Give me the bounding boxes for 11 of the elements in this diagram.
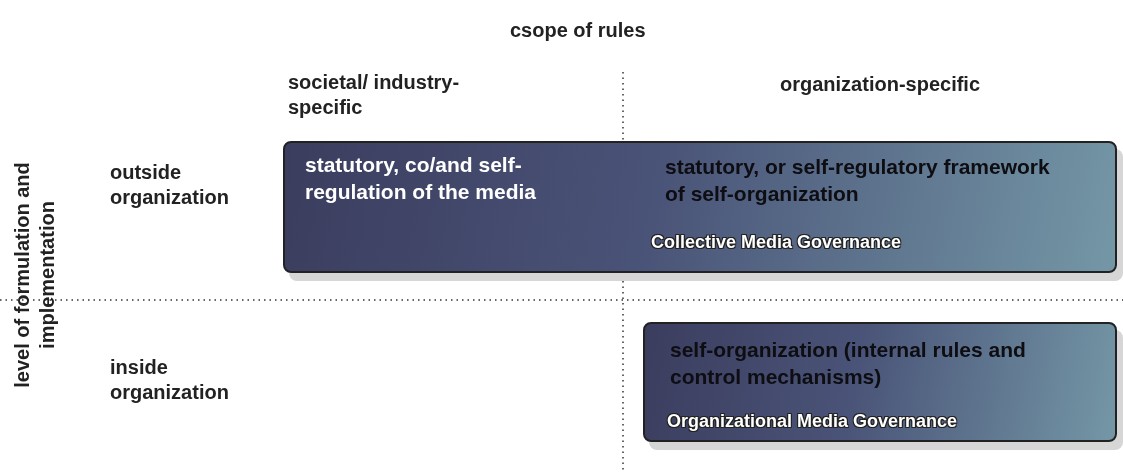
- description-text: statutory, co/and self-regulation of the media: [305, 152, 538, 205]
- column-header: societal/ industry-specific: [288, 70, 461, 120]
- box-title: Organizational Media Governance: [667, 410, 958, 433]
- row-header: outside organization: [110, 160, 230, 210]
- row-header: inside organization: [110, 355, 230, 405]
- description-text: statutory, or self-regulatory framework of self-organization: [665, 154, 1051, 207]
- description-text: self-organization (internal rules and control mechanisms): [670, 337, 1027, 390]
- box-title: Collective Media Governance: [651, 231, 902, 254]
- column-header: organization-specific: [780, 72, 982, 97]
- axis-title: csope of rules: [510, 18, 646, 43]
- axis-title: level of formulation and implementation: [10, 161, 59, 390]
